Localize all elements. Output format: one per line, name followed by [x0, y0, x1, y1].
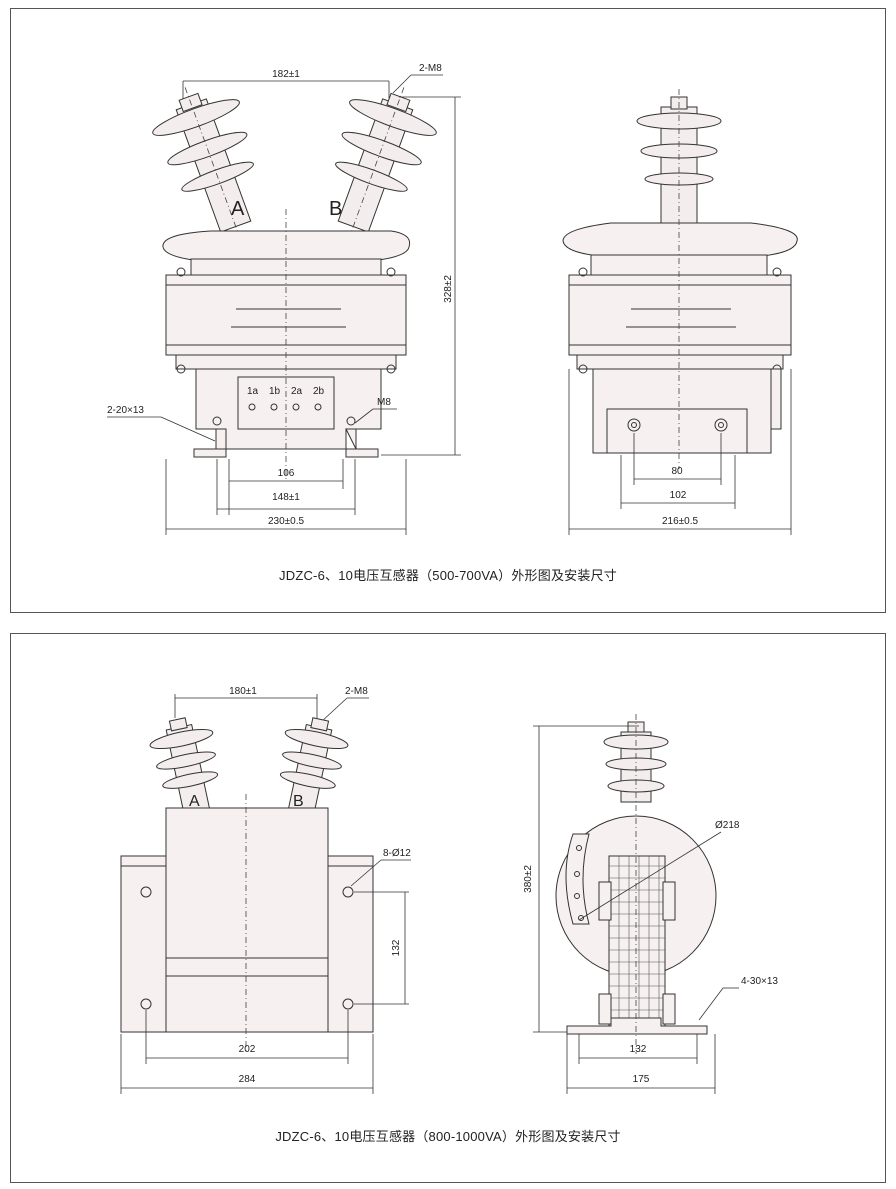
dim-230: 230±0.5: [268, 516, 305, 527]
terminal-a-label-2: A: [189, 793, 200, 810]
dim-side-80: 80: [671, 466, 683, 477]
slot-label: 2-20×13: [107, 405, 144, 416]
terminal-2a: 2a: [291, 386, 303, 397]
bolt-side-label: M8: [377, 397, 391, 408]
bolt-top-label-2: 2-M8: [345, 686, 368, 697]
dim-202: 202: [239, 1044, 256, 1055]
terminal-a-label: A: [231, 198, 245, 220]
dim-side-175: 175: [633, 1074, 650, 1085]
front-view: 182±1 A B 2-M8: [107, 63, 461, 535]
bolt-top-label: 2-M8: [419, 63, 442, 74]
drawing-500-700va: 182±1 A B 2-M8: [107, 63, 798, 535]
terminal-1b: 1b: [269, 386, 281, 397]
side-view: 80 102 216±0.5: [562, 89, 798, 535]
insulator-b: [335, 87, 437, 243]
terminal-b-label: B: [329, 198, 342, 220]
core-block-2: [165, 807, 329, 1033]
side-view-2: Ø218 380±2 4-30×13 132 175: [523, 714, 778, 1094]
insulator-a-2: [149, 717, 219, 819]
dim-side-132: 132: [630, 1044, 647, 1055]
drawing-panel-500-700va: 182±1 A B 2-M8: [10, 8, 886, 613]
caption-500-700va: JDZC-6、10电压互感器（500-700VA）外形图及安装尺寸: [279, 568, 617, 583]
dim-top-spacing: 182±1: [272, 69, 300, 80]
dim-148: 148±1: [272, 492, 300, 503]
caption-800-1000va: JDZC-6、10电压互感器（800-1000VA）外形图及安装尺寸: [275, 1129, 621, 1144]
holes-label: 8-Ø12: [383, 848, 411, 859]
dim-v-132: 132: [391, 939, 402, 956]
terminal-2b: 2b: [313, 386, 325, 397]
dim-side-102: 102: [670, 490, 687, 501]
slots-label: 4-30×13: [741, 976, 778, 987]
dia-label: Ø218: [715, 820, 740, 831]
dim-106: 106: [278, 468, 295, 479]
terminal-b-label-2: B: [293, 793, 304, 810]
insulator-a: [152, 87, 254, 243]
front-view-2: 180±1 2-M8 A B: [120, 686, 411, 1094]
drawing-800-1000va: 180±1 2-M8 A B: [120, 686, 778, 1094]
dim-height-2: 380±2: [523, 865, 534, 893]
dim-284: 284: [239, 1074, 256, 1085]
dim-side-216: 216±0.5: [662, 516, 699, 527]
insulator-b-2: [279, 717, 349, 819]
terminal-1a: 1a: [247, 386, 259, 397]
dim-top-spacing-2: 180±1: [229, 686, 257, 697]
dim-height: 328±2: [443, 275, 454, 303]
drawing-panel-800-1000va: 180±1 2-M8 A B: [10, 633, 886, 1183]
